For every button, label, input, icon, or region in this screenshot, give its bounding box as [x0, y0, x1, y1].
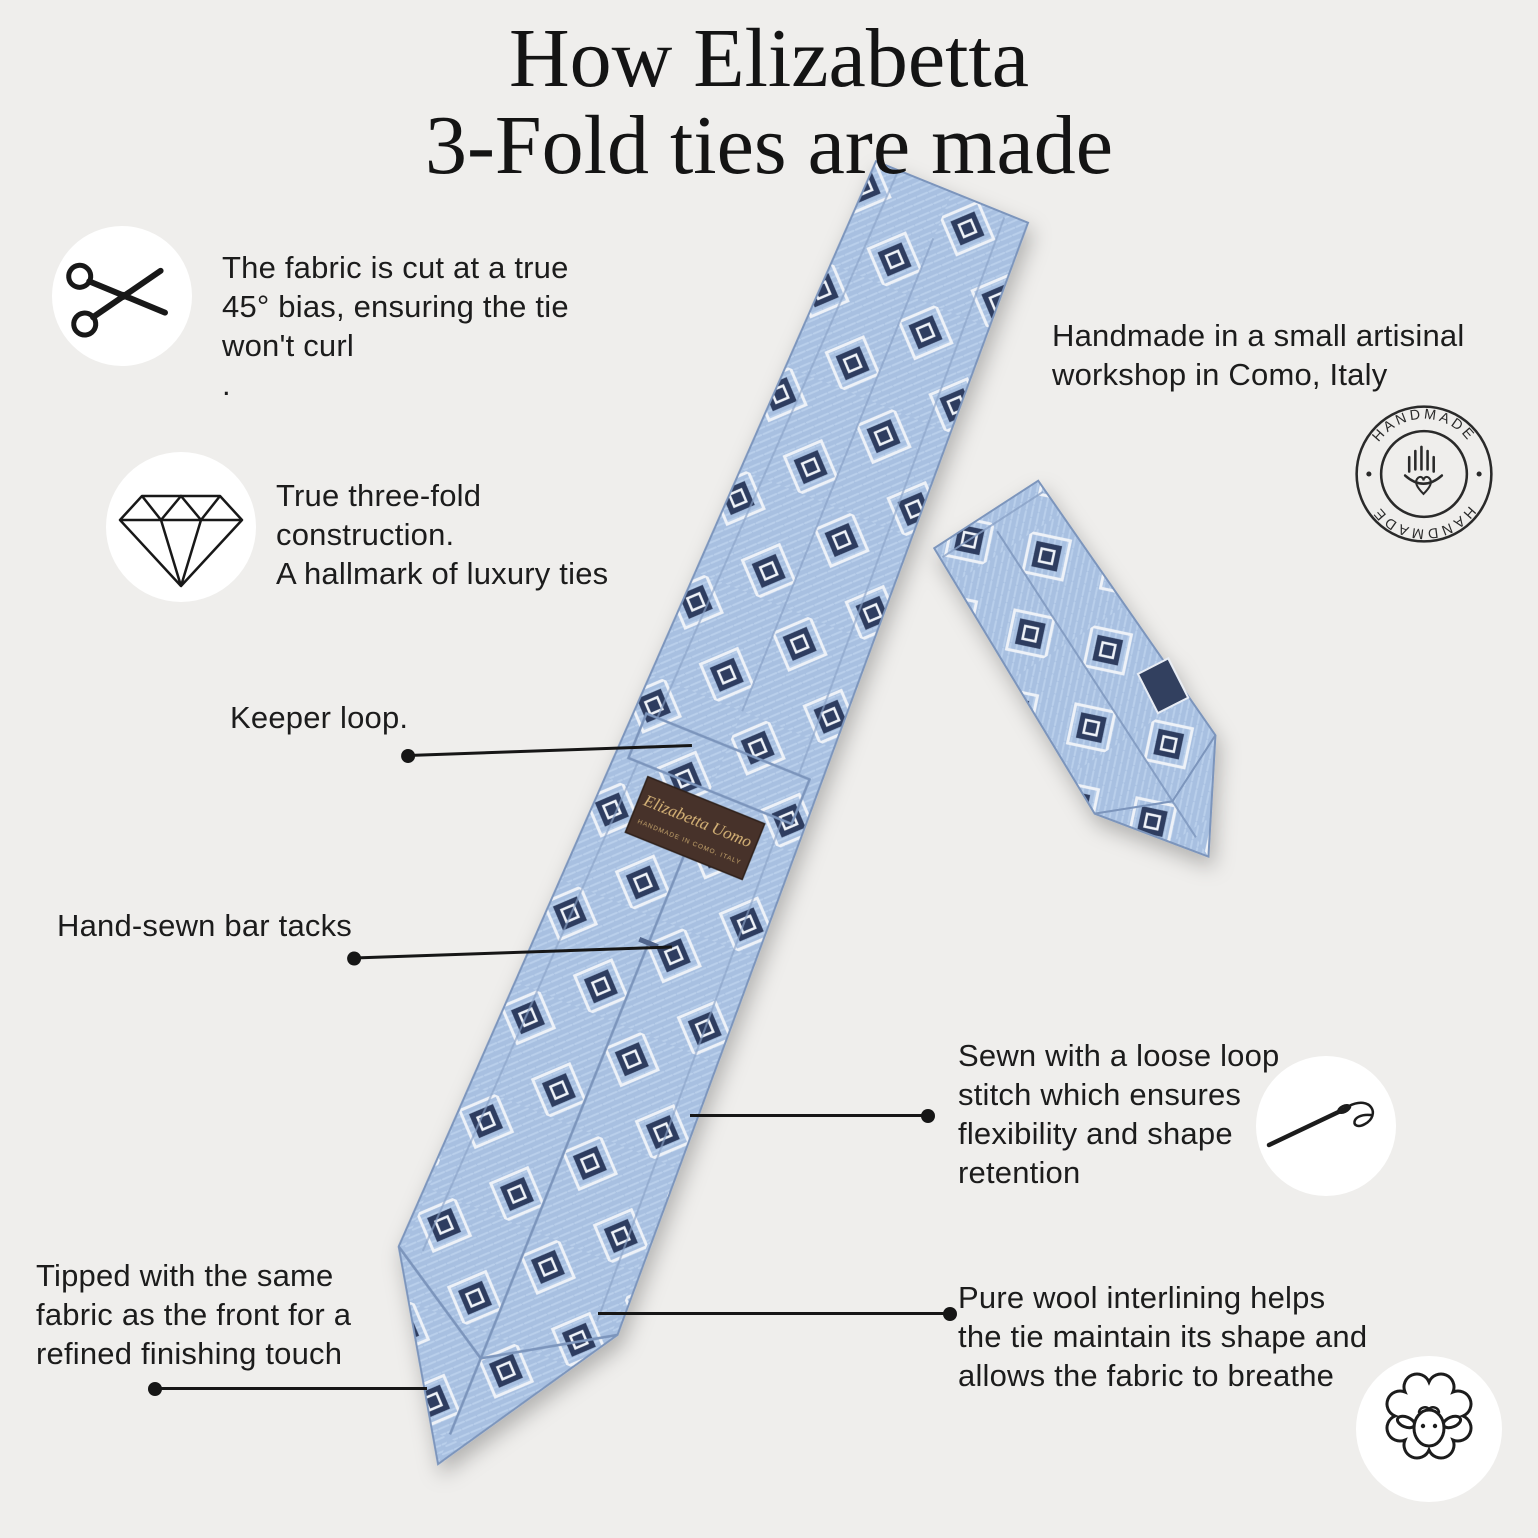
- diamond-icon: [106, 452, 256, 602]
- scissors-icon: [52, 226, 192, 366]
- connector-dot: [400, 748, 416, 763]
- note-fabric-cut: The fabric is cut at a true 45° bias, en…: [222, 250, 569, 403]
- note-keeper-loop: Keeper loop.: [230, 700, 409, 735]
- connector-dot: [148, 1381, 162, 1396]
- note-bar-tacks: Hand-sewn bar tacks: [57, 908, 352, 943]
- page-title: How Elizabetta 3-Fold ties are made: [0, 12, 1538, 192]
- wool-connector: [598, 1306, 957, 1321]
- svg-text:HANDMADE: HANDMADE: [1369, 503, 1478, 542]
- center-seam-upper: [741, 237, 935, 712]
- care-label: [1136, 657, 1190, 715]
- note-tipped: Tipped with the same fabric as the front…: [36, 1258, 352, 1372]
- note-wool-interlining: Pure wool interlining helps the tie main…: [958, 1280, 1368, 1394]
- tie: Elizabetta Uomo HANDMADE IN COMO, ITALY: [397, 159, 1217, 1466]
- tie-main-blade: Elizabetta Uomo HANDMADE IN COMO, ITALY: [397, 159, 1030, 1466]
- note-three-fold: True three-fold construction. A hallmark…: [276, 478, 609, 592]
- tipping-seam: [397, 1245, 618, 1360]
- loose-stitch-connector: [690, 1108, 935, 1123]
- sheep-icon: [1356, 1356, 1502, 1502]
- note-loose-stitch: Sewn with a loose loop stitch which ensu…: [958, 1038, 1280, 1191]
- needle-thread-icon: [1256, 1056, 1396, 1196]
- tipped-connector: [148, 1381, 427, 1396]
- connector-dot: [346, 950, 362, 966]
- page-title-line1: How Elizabetta: [508, 12, 1030, 105]
- page-title-line2: 3-Fold ties are made: [424, 98, 1114, 192]
- note-handmade-workshop: Handmade in a small artisinal workshop i…: [1052, 318, 1465, 393]
- connector-dot: [921, 1108, 935, 1123]
- handmade-badge-icon: HANDMADE HANDMADE: [1350, 400, 1498, 548]
- badge-text-bottom: HANDMADE: [1369, 503, 1475, 542]
- badge-text-top: HANDMADE: [1369, 406, 1475, 445]
- svg-text:HANDMADE: HANDMADE: [1369, 406, 1478, 445]
- tie-narrow-end: [932, 479, 1217, 859]
- tie-brand-label: Elizabetta Uomo HANDMADE IN COMO, ITALY: [624, 775, 766, 881]
- connector-dot: [943, 1306, 957, 1321]
- center-seam-lower: [448, 840, 691, 1435]
- hand-heart-icon: [1403, 445, 1444, 496]
- keeper-loop: [626, 711, 812, 826]
